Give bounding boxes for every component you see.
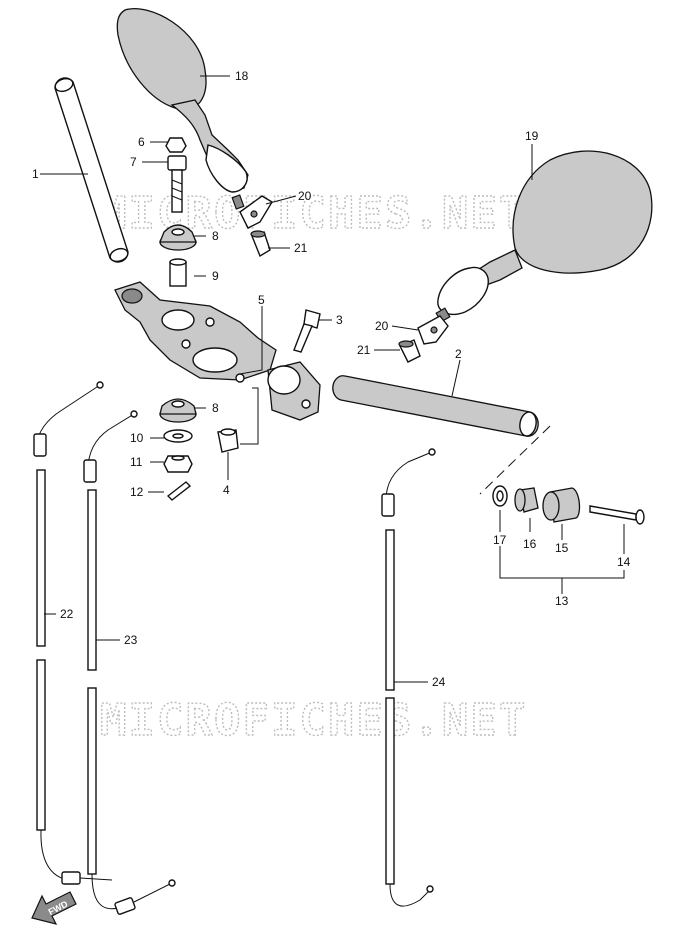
part-15-balancer bbox=[542, 487, 581, 523]
part-9-spacer bbox=[169, 258, 187, 287]
callout-23: 23 bbox=[124, 633, 138, 647]
callout-20-right: 20 bbox=[375, 319, 389, 333]
callout-3: 3 bbox=[336, 313, 343, 327]
part-22-throttle-cable bbox=[33, 381, 113, 885]
callout-13: 13 bbox=[555, 594, 569, 608]
part-6-cap-nut bbox=[165, 137, 187, 153]
callout-21-right: 21 bbox=[357, 343, 371, 357]
part-21-right-cap bbox=[398, 339, 421, 363]
callout-labels: 1 2 3 4 5 6 7 8 9 8 10 11 12 13 14 15 16… bbox=[32, 69, 631, 689]
callout-5: 5 bbox=[258, 293, 265, 307]
part-5-handlebar-holder bbox=[114, 281, 277, 383]
callout-8-upper: 8 bbox=[212, 229, 219, 243]
fwd-arrow-icon: FWD bbox=[31, 891, 77, 925]
callout-18: 18 bbox=[235, 69, 249, 83]
assembly-dash-line bbox=[479, 425, 551, 495]
callout-24: 24 bbox=[432, 675, 446, 689]
part-17-washer bbox=[492, 485, 508, 507]
part-19-right-mirror bbox=[435, 150, 653, 323]
callout-9: 9 bbox=[212, 269, 219, 283]
part-16-cushion bbox=[514, 487, 539, 513]
callout-19: 19 bbox=[525, 129, 539, 143]
callout-11: 11 bbox=[130, 455, 143, 469]
part-18-left-mirror bbox=[116, 8, 249, 210]
watermark-bottom: MICROFICHES.NET bbox=[99, 694, 527, 746]
callout-4: 4 bbox=[223, 483, 230, 497]
part-10-washer bbox=[163, 429, 193, 443]
callout-12: 12 bbox=[130, 485, 144, 499]
handlebar-clamp bbox=[267, 361, 321, 421]
part-14-screw bbox=[589, 505, 645, 525]
part-20-right-bracket bbox=[417, 315, 449, 345]
callout-10: 10 bbox=[130, 431, 144, 445]
part-23-throttle-cable bbox=[83, 410, 176, 915]
callout-6: 6 bbox=[138, 135, 145, 149]
part-20-left-bracket bbox=[239, 195, 273, 229]
part-3-bolt bbox=[293, 309, 321, 353]
part-8-lower-cushion bbox=[159, 398, 197, 423]
part-7-bolt bbox=[167, 155, 187, 213]
part-8-upper-cushion bbox=[159, 224, 197, 251]
callout-7: 7 bbox=[130, 155, 137, 169]
part-4-flange-nut bbox=[217, 428, 239, 453]
callout-20-left: 20 bbox=[298, 189, 312, 203]
part-11-nut bbox=[163, 455, 193, 473]
part-1-left-handlebar bbox=[54, 77, 129, 263]
callout-15: 15 bbox=[555, 541, 569, 555]
callout-2: 2 bbox=[455, 347, 462, 361]
watermark-text-bottom: MICROFICHES.NET bbox=[100, 695, 527, 746]
callout-1: 1 bbox=[32, 167, 39, 181]
callout-21-left: 21 bbox=[294, 241, 308, 255]
callout-8-lower: 8 bbox=[212, 401, 219, 415]
callout-17: 17 bbox=[493, 533, 507, 547]
callout-16: 16 bbox=[523, 537, 537, 551]
part-2-right-handlebar bbox=[332, 375, 539, 437]
callout-14: 14 bbox=[617, 555, 631, 569]
callout-leaders bbox=[40, 75, 625, 683]
callout-22: 22 bbox=[60, 607, 74, 621]
part-24-clutch-cable bbox=[381, 448, 436, 907]
part-21-left-cap bbox=[250, 230, 271, 258]
part-12-cotter-pin bbox=[166, 481, 192, 501]
